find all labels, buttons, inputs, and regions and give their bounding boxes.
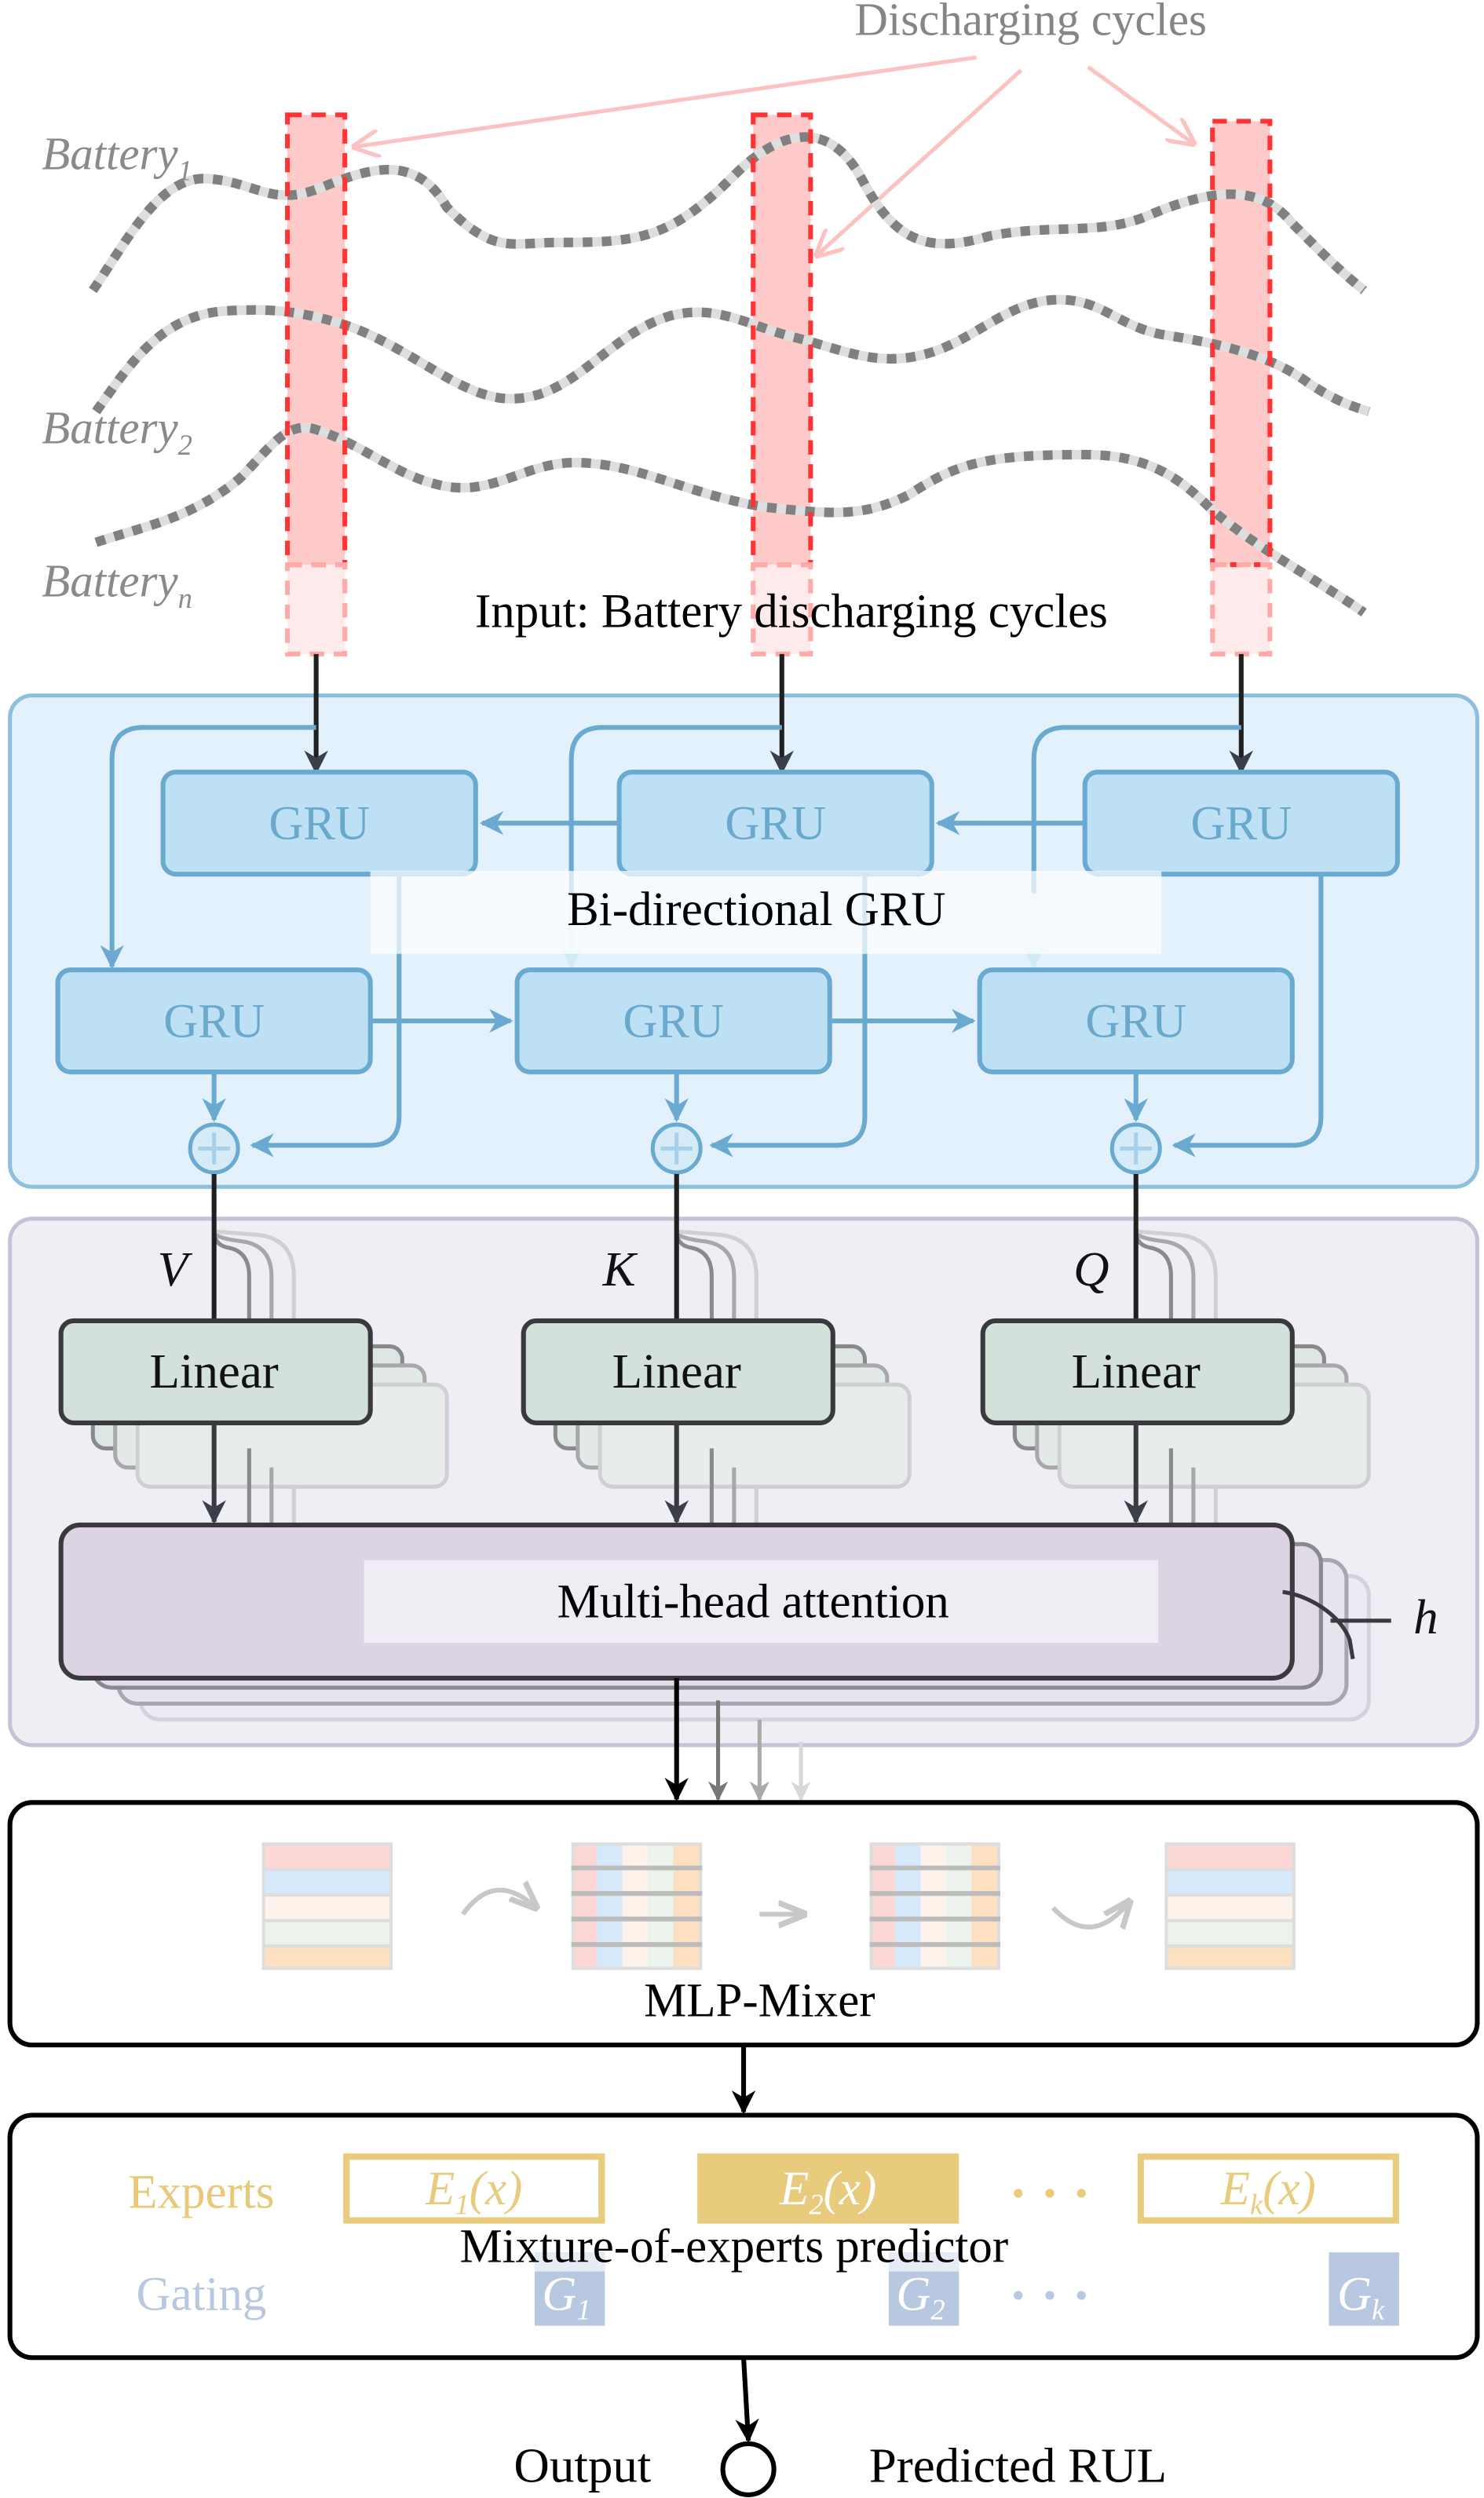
gru-cell-backward-2: GRU — [616, 770, 934, 877]
heads-count-label: h — [1413, 1589, 1438, 1644]
battery-label-2: Battery2 — [42, 403, 192, 461]
experts-label: Experts — [128, 2166, 274, 2218]
svg-text:GRU: GRU — [1085, 995, 1186, 1048]
svg-text:G1: G1 — [542, 2268, 590, 2325]
pointer-arrow-1 — [354, 55, 977, 147]
token-matrix-transposed-1 — [571, 1842, 703, 1970]
pointer-arrow-2 — [817, 68, 1023, 255]
output-label: Output — [514, 2438, 651, 2493]
predicted-rul-label: Predicted RUL — [869, 2438, 1167, 2493]
sum-node-icon — [1109, 1122, 1162, 1175]
sum-node-icon — [650, 1122, 703, 1175]
multi-head-attention-box: Multi-head attention — [58, 1522, 1295, 1681]
sum-node-icon — [188, 1122, 240, 1175]
attention-output-arrows — [664, 1677, 811, 1802]
key-label: K — [602, 1242, 638, 1297]
moe-section-label: Mixture-of-experts predictor — [460, 2220, 1009, 2273]
input-section: Discharging cycles — [42, 0, 1371, 657]
svg-text:Gk: Gk — [1337, 2268, 1385, 2325]
token-matrix-output — [1164, 1842, 1296, 1970]
svg-text:Linear: Linear — [1072, 1344, 1201, 1399]
discharging-cycles-label: Discharging cycles — [854, 0, 1207, 46]
svg-text:Multi-head attention: Multi-head attention — [557, 1576, 949, 1629]
gate-box-1: G1 — [534, 2252, 605, 2326]
moe-section: Experts Gating E1(x) E2(x) · · · Ek(x) G… — [7, 2112, 1480, 2361]
linear-box-v: Linear — [58, 1318, 373, 1425]
svg-text:GRU: GRU — [725, 797, 826, 850]
expert-box-k: Ek(x) — [1137, 2153, 1399, 2224]
query-label: Q — [1073, 1242, 1109, 1297]
svg-text:Ek(x): Ek(x) — [1220, 2163, 1316, 2220]
svg-text:GRU: GRU — [1190, 797, 1292, 850]
battery-label-n: Batteryn — [42, 556, 192, 614]
moe-to-output-arrow — [735, 2357, 759, 2443]
gru-cell-forward-2: GRU — [514, 967, 832, 1075]
pointer-arrow-3 — [1087, 65, 1193, 144]
svg-text:E2(x): E2(x) — [779, 2163, 876, 2220]
expert-box-1: E1(x) — [343, 2153, 605, 2224]
gru-cell-forward-3: GRU — [977, 967, 1295, 1075]
attention-section: V K Q Linear Linear Linear M — [8, 1174, 1479, 1747]
gate-box-2: G2 — [888, 2252, 959, 2326]
transpose-back-arrow-icon — [1051, 1901, 1130, 1927]
svg-text:GRU: GRU — [163, 995, 265, 1048]
bigru-label-band — [370, 871, 1162, 954]
experts-ellipsis: · · · — [1009, 2162, 1091, 2222]
input-section-label: Input: Battery discharging cycles — [475, 585, 1108, 638]
svg-text:GRU: GRU — [269, 797, 370, 850]
gru-cell-backward-3: GRU — [1082, 770, 1400, 877]
gates-ellipsis: · · · — [1009, 2264, 1091, 2324]
mlp-mixer-section: MLP-Mixer — [7, 1800, 1480, 2048]
svg-text:Linear: Linear — [612, 1344, 741, 1399]
discharge-bar-2 — [753, 115, 811, 654]
svg-text:E1(x): E1(x) — [425, 2163, 522, 2220]
output-section: Output Predicted RUL — [514, 2357, 1167, 2497]
value-label: V — [158, 1242, 193, 1297]
svg-text:Linear: Linear — [150, 1344, 279, 1399]
svg-text:GRU: GRU — [623, 995, 724, 1048]
gate-box-k: Gk — [1329, 2252, 1399, 2326]
token-matrix-transposed-2 — [869, 1842, 1001, 1970]
battery-label-1: Battery1 — [42, 128, 192, 186]
expert-box-2-active: E2(x) — [697, 2153, 959, 2224]
battery-curve-2 — [92, 294, 1371, 416]
svg-text:G2: G2 — [896, 2268, 945, 2325]
linear-box-k: Linear — [521, 1318, 835, 1425]
gating-label: Gating — [136, 2268, 266, 2321]
linear-box-q: Linear — [980, 1318, 1295, 1425]
transpose-arrow-icon — [461, 1890, 536, 1916]
battery-curve-1 — [89, 132, 1368, 294]
token-matrix-input — [261, 1842, 393, 1970]
output-node-icon — [720, 2441, 777, 2497]
bigru-section: GRU GRU GRU Bi-directional GRU GRU GRU G… — [8, 653, 1479, 1189]
gru-cell-backward-1: GRU — [160, 770, 478, 877]
heads-brace-icon — [1282, 1589, 1355, 1659]
bigru-section-label: Bi-directional GRU — [567, 883, 945, 936]
gru-cell-forward-1: GRU — [55, 967, 373, 1075]
mlp-mixer-label: MLP-Mixer — [644, 1975, 875, 2028]
